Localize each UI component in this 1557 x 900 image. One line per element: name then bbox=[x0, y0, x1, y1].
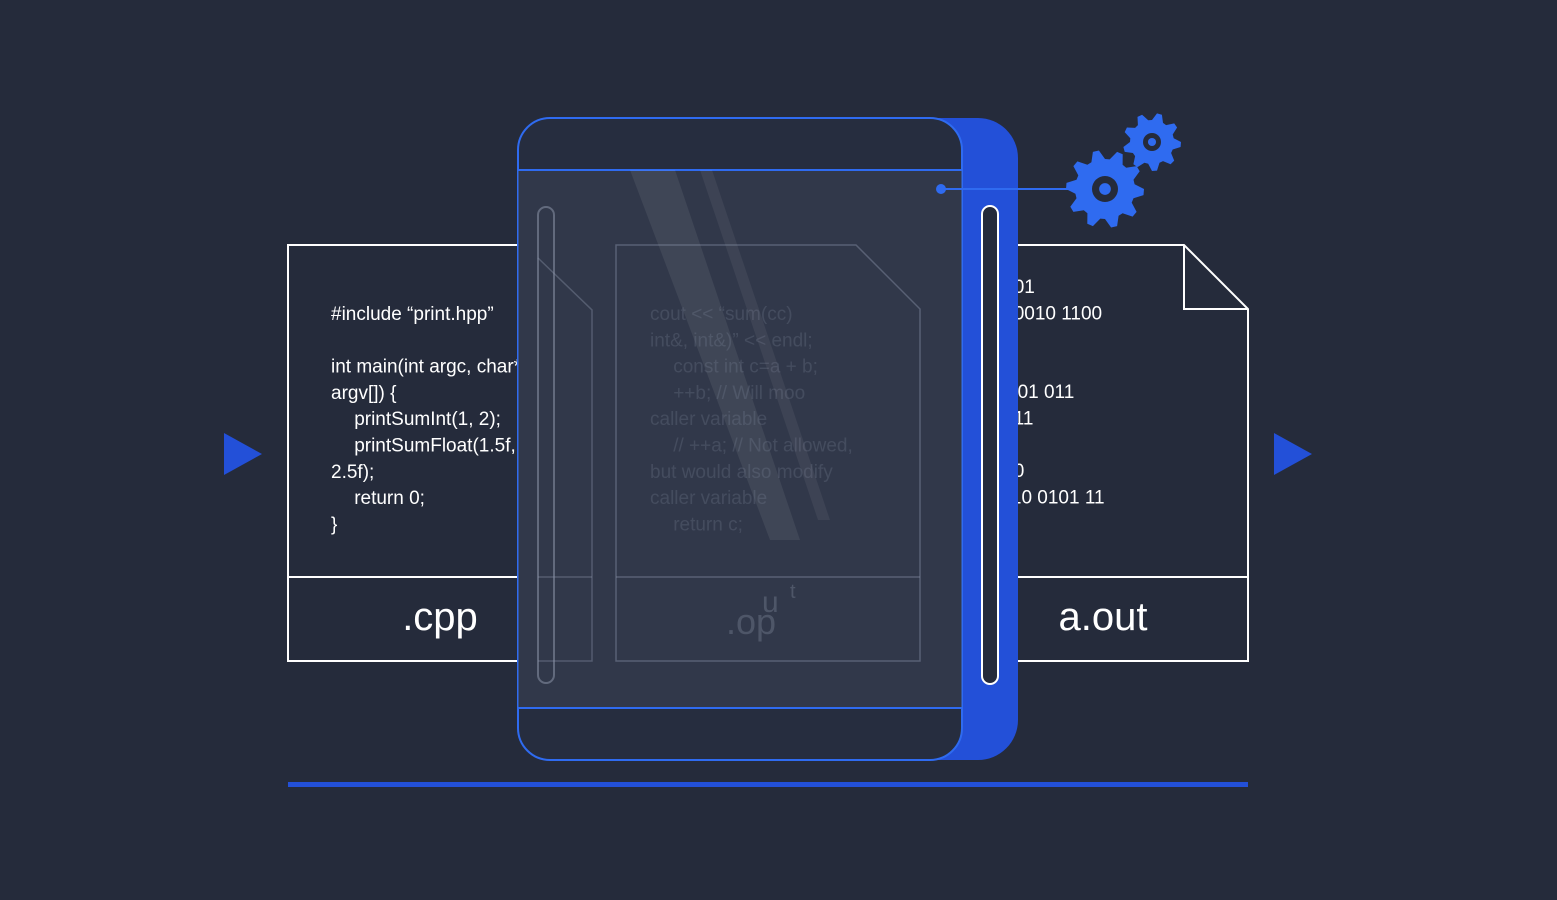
connector-dot bbox=[936, 184, 946, 194]
source-code-line: return 0; bbox=[354, 488, 425, 509]
middle-file-card: cout << “sum(cc) int&, int&)” << endl; con… bbox=[615, 244, 921, 662]
output-extension-label: a.out bbox=[1059, 595, 1148, 639]
intermediate-code-line: but would also modify bbox=[650, 462, 833, 483]
morph-glyph-u: u bbox=[762, 586, 779, 619]
gear-large-icon bbox=[1066, 150, 1144, 228]
source-code-line: } bbox=[331, 514, 337, 535]
intermediate-code-block: cout << “sum(cc) int&, int&)” << endl; con… bbox=[650, 304, 853, 535]
source-code-line: #include “print.hpp” bbox=[331, 304, 494, 325]
play-arrow-left-icon bbox=[224, 433, 262, 475]
morph-glyphs: .op bbox=[726, 601, 776, 642]
intermediate-code-line: cout << “sum(cc) bbox=[650, 304, 793, 325]
source-code-line: int main(int argc, char* bbox=[331, 357, 522, 378]
intermediate-code-line: caller variable bbox=[650, 488, 767, 509]
source-code-line: 2.5f); bbox=[331, 462, 374, 483]
baseline-bar bbox=[288, 782, 1248, 787]
left-slot bbox=[537, 206, 555, 684]
intermediate-code-line: int&, int&)” << endl; bbox=[650, 330, 813, 351]
morph-glyph-t: t bbox=[790, 581, 796, 603]
source-extension-label: .cpp bbox=[402, 595, 478, 639]
intermediate-code-line: return c; bbox=[673, 514, 743, 535]
intermediate-code-line: // ++a; // Not allowed, bbox=[673, 436, 853, 457]
source-file-card: #include “print.hpp” int main(int argc, c… bbox=[287, 244, 549, 662]
source-code-line: argv[]) { bbox=[331, 383, 397, 404]
source-code-line: printSumFloat(1.5f, bbox=[354, 436, 516, 457]
gear-small-icon bbox=[1123, 113, 1181, 171]
source-code-block: #include “print.hpp” int main(int argc, c… bbox=[331, 304, 522, 535]
compiler-device: cout << “sum(cc) int&, int&)” << endl; con… bbox=[517, 117, 963, 761]
play-arrow-right-icon bbox=[1274, 433, 1312, 475]
source-code-line: printSumInt(1, 2); bbox=[354, 409, 501, 430]
morphing-extension-label: .op u t bbox=[726, 581, 796, 642]
intermediate-code-line: ++b; // Will moo bbox=[673, 383, 805, 404]
intermediate-code-line: caller variable bbox=[650, 409, 767, 430]
right-slot bbox=[981, 205, 999, 685]
intermediate-code-line: const int c=a + b; bbox=[673, 357, 818, 378]
